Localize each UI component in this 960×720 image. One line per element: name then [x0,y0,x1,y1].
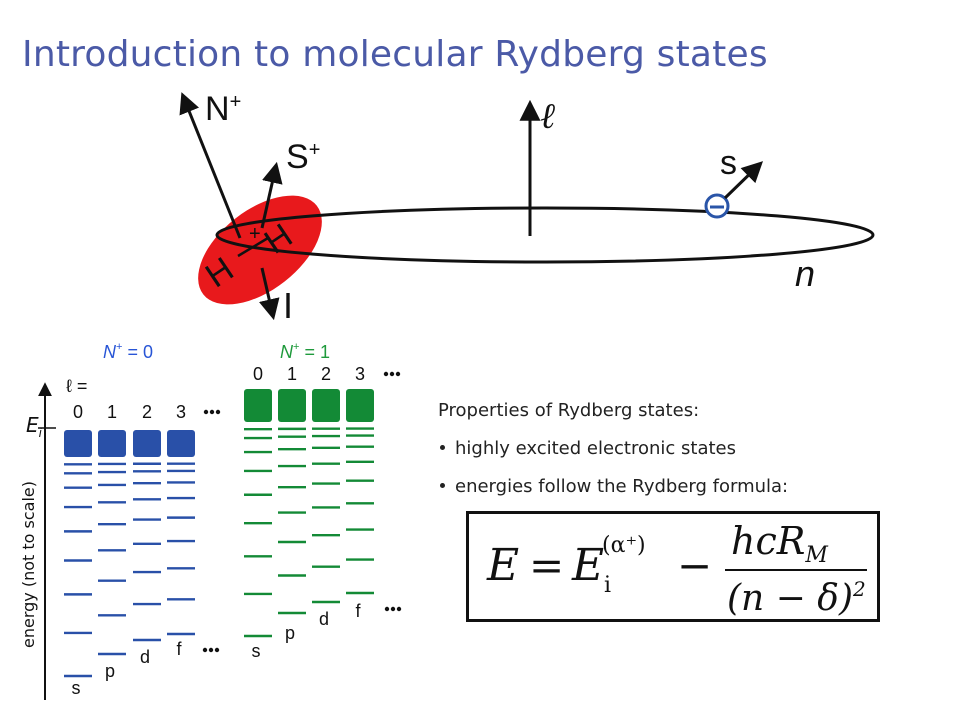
properties-heading: Properties of Rydberg states: [438,400,700,421]
formula-ei: E [571,540,604,591]
formula-denominator: (n − δ)2 [727,577,866,619]
ion-charge: + [249,223,261,245]
ellipsis-dot [215,409,221,415]
page-title: Introduction to molecular Rydberg states [22,34,768,75]
h-h-bond [237,236,269,258]
formula-lhs: E [486,540,519,591]
l-value-label: 2 [142,402,152,422]
formula-ei-sup: (α⁺) [602,533,646,558]
panel-n1-header: N+ = 1 [280,341,330,362]
l-value-label: 1 [287,364,297,384]
l-label: ℓ [540,96,555,137]
series-label: p [285,623,295,643]
series-label: d [319,609,329,629]
level-continuum [244,389,272,422]
rydberg-level-ladders: 0 s 1 p 2 d 3 f 0 s 1 p 2 d 3 f [64,364,402,698]
molecule-diagram: N+ S+ I H H + ℓ s n [179,90,875,326]
ellipsis-dot [395,371,401,377]
molecular-ion-core [198,195,322,305]
property-bullet-1: highly excited electronic states [438,430,788,468]
l-value-label: 3 [355,364,365,384]
level-continuum [64,430,92,457]
ellipsis-dot [396,606,402,612]
series-label: p [105,661,115,681]
level-continuum [133,430,161,457]
l-value-label: 0 [253,364,263,384]
ellipsis-dot [214,647,220,653]
ei-label: Ei [26,413,43,440]
ellipsis-dot [203,409,209,415]
s-plus-vector [260,161,283,229]
series-label: d [140,647,150,667]
series-label: s [252,641,261,661]
panel-n0-header: N+ = 0 [103,341,153,362]
level-continuum [98,430,126,457]
formula-equals: = [529,541,564,590]
l-equals-label: ℓ = [66,376,87,396]
bullet-dot [440,483,445,488]
i-label: I [283,285,293,326]
rydberg-orbit [215,206,875,264]
ellipsis-dot [209,409,215,415]
series-label: f [176,639,182,659]
i-vector [259,267,280,321]
formula-ei-sub: i [604,573,611,598]
ellipsis-dot [384,606,390,612]
properties-list: Properties of Rydberg states: highly exc… [438,392,788,506]
n-label: n [795,253,815,294]
n-plus-vector [179,92,242,239]
series-label: f [355,601,361,621]
property-bullet-2: energies follow the Rydberg formula: [438,468,788,506]
s-label: s [720,144,737,182]
l-value-label: 1 [107,402,117,422]
ellipsis-dot [383,371,389,377]
s-vector [723,161,764,200]
s-plus-label: S+ [286,138,320,176]
ellipsis-dot [208,647,214,653]
energy-diagram: energy (not to scale) Ei N+ = 0 N+ = 1 ℓ… [19,341,330,700]
level-continuum [278,389,306,422]
l-value-label: 3 [176,402,186,422]
formula-minus: − [677,541,712,590]
ellipsis-dot [390,606,396,612]
bullet-dot [440,445,445,450]
rydberg-formula-box: E = E (α⁺) i − hcRM (n − δ)2 [466,511,880,622]
series-label: s [72,678,81,698]
level-continuum [167,430,195,457]
level-continuum [312,389,340,422]
l-value-label: 2 [321,364,331,384]
n-plus-label: N+ [205,90,241,128]
l-value-label: 0 [73,402,83,422]
energy-axis-label: energy (not to scale) [19,481,38,648]
ellipsis-dot [202,647,208,653]
formula-numerator: hcRM [731,519,828,568]
level-continuum [346,389,374,422]
ellipsis-dot [389,371,395,377]
